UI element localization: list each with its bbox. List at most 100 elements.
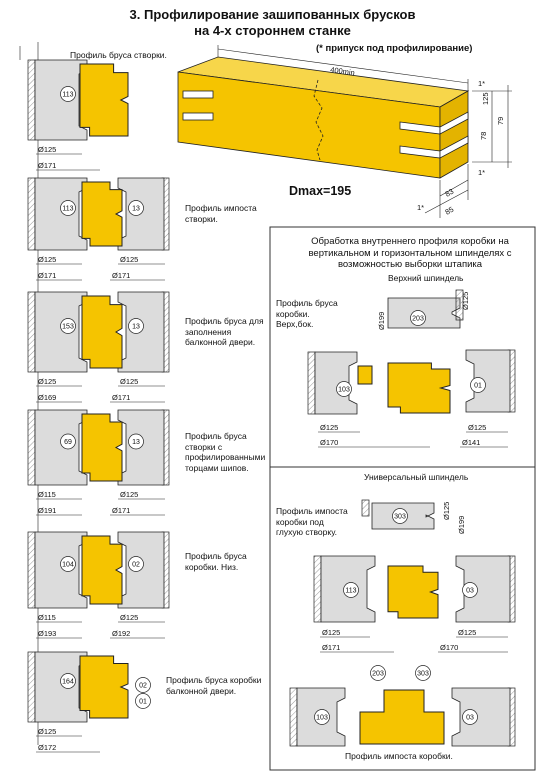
tool-number: 13 [132,324,140,331]
svg-text:1*: 1* [478,79,485,88]
tool-number-circle [60,673,76,689]
svg-text:85: 85 [444,205,456,217]
spindle-shaft [313,555,322,623]
diameter-label: Ø115 [38,613,56,622]
spindle-shaft [289,687,298,747]
workpiece-profile [81,295,123,369]
tool-number-circle [370,665,386,681]
diameter-label: Ø169 [38,393,56,402]
diameter-label: Ø171 [38,161,56,170]
tool-number: 153 [62,324,74,331]
tool-number-circle [135,677,151,693]
cutter-body [34,531,88,609]
box-bottom-frame [269,466,536,771]
svg-text:78: 78 [479,132,488,140]
tool-number: 113 [345,588,356,595]
cutter-body [34,291,88,373]
diameter-label: Ø170 [320,438,338,447]
allowance-note: (* припуск под профилирование) [316,43,473,54]
profile-label-3: Профиль бруса для заполнения балконной д… [185,316,264,347]
profile-label-4: Профиль бруса створки с профилированными… [185,431,266,473]
diameter-label: Ø172 [38,743,56,752]
tool-number-circle [415,665,431,681]
spindle-shaft [455,289,464,321]
workpiece-profile [79,655,129,719]
tool-number-circle [60,200,76,216]
diameter-label: Ø171 [112,393,130,402]
cutter-body [314,351,358,415]
spindle-shaft [27,291,36,373]
tool-number: 69 [64,439,72,446]
cutter-body [34,651,88,723]
workpiece-profile [79,63,129,137]
page-title: 3. Профилирование зашипованных брусков [129,7,416,22]
diameter-label: Ø125 [38,377,56,386]
spindle-shaft [307,351,316,415]
diameter-label: Ø191 [38,506,56,515]
diameter-label: Ø125 [120,377,138,386]
tool-number-circle [392,508,408,524]
diameter-label: Ø125 [322,628,340,637]
profile-label-1: Профиль бруса створки. [70,50,167,60]
diameter-label: Ø115 [38,490,56,499]
tool-number-circle [128,318,144,334]
tool-number: 01 [139,699,147,706]
svg-text:400min: 400min [330,65,356,77]
tool-number-circle [60,318,76,334]
diameter-label: Ø171 [112,271,130,280]
tool-number-circle [470,377,486,393]
box-top-title: Обработка внутреннего профиля коробки на… [308,236,512,270]
tool-number-circle [343,582,359,598]
tool-number-circle [462,582,478,598]
diameter-label: Ø125 [458,628,476,637]
cutter-body [34,177,88,251]
tool-number: 02 [139,683,147,690]
tool-number: 164 [62,679,74,686]
svg-text:1*: 1* [478,168,485,177]
spindle-dim: Ø199 [457,516,466,534]
diameter-label: Ø125 [38,255,56,264]
diameter-label: Ø125 [120,490,138,499]
tool-number: 02 [132,562,140,569]
spindle-shaft [27,59,36,141]
cutter-body [451,687,511,747]
diameter-label: Ø125 [120,613,138,622]
cutter-body [465,349,511,413]
diameter-label: Ø125 [38,727,56,736]
workpiece-strip [357,365,373,385]
diameter-label: Ø125 [468,423,486,432]
profile-label-2: Профиль импоста створки. [185,203,257,224]
diameter-label: Ø192 [112,629,130,638]
diameter-label: Ø171 [112,506,130,515]
left-axis-lines [19,42,39,745]
tool-number: 104 [62,562,74,569]
tool-number-circle [462,709,478,725]
diameter-label: Ø125 [38,145,56,154]
box-top-frame [269,226,536,468]
workpiece-profile [387,565,439,619]
tool-number: 103 [316,715,328,722]
spindle-dim: Ø199 [377,312,386,330]
tool-number-circle [314,709,330,725]
tool-number-circle [60,433,76,450]
spindle-dim: Ø125 [461,292,470,310]
workpiece-impost [359,689,445,745]
workpiece-profile [81,535,123,605]
tool-number-circle [128,556,144,572]
workpiece-profile [81,181,123,247]
workpiece-profile [81,413,123,482]
tool-number: 03 [466,715,474,722]
svg-text:1*: 1* [417,203,424,212]
spindle-shaft [27,177,36,251]
tool-number: 13 [132,439,140,446]
svg-text:125: 125 [481,92,490,105]
